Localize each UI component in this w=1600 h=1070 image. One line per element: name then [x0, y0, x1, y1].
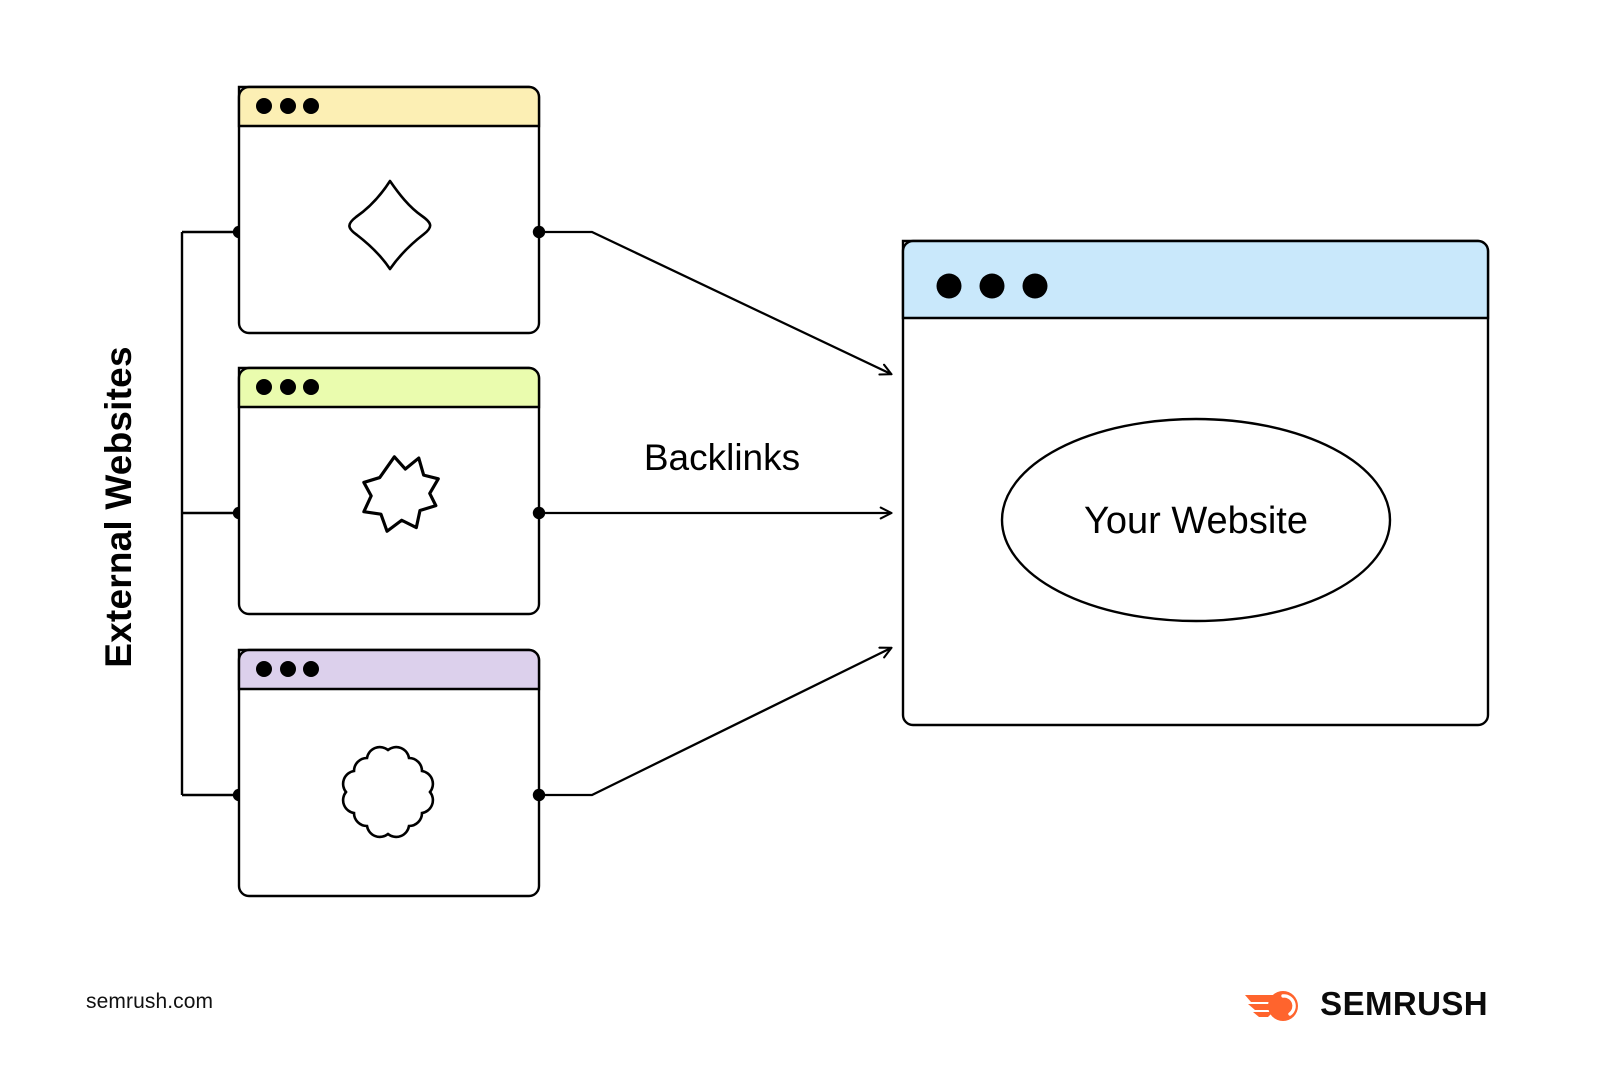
window-titlebar: [237, 85, 541, 128]
window-dots: [256, 661, 319, 677]
window-dot-3: [1022, 273, 1048, 299]
diamond-blob-icon: [348, 179, 432, 271]
your-website-window[interactable]: Your Website: [901, 239, 1490, 727]
window-titlebar: [237, 648, 541, 691]
your-website-label: Your Website: [1084, 500, 1308, 542]
window-dot-3: [303, 379, 319, 395]
connector-dots-right: [532, 225, 546, 802]
window-titlebar: [901, 239, 1490, 320]
external-websites-bracket: [180, 225, 246, 802]
semrush-logo[interactable]: SEMRUSH: [1245, 983, 1488, 1023]
window-dot-2: [280, 379, 296, 395]
external-window-yellow[interactable]: [237, 85, 541, 335]
window-dots: [256, 98, 319, 114]
window-dot-2: [979, 273, 1005, 299]
window-dot-3: [303, 98, 319, 114]
window-dot-1: [256, 98, 272, 114]
external-window-lavender[interactable]: [237, 648, 541, 898]
semrush-comet-icon: [1245, 991, 1299, 1021]
semrush-wordmark: SEMRUSH: [1320, 984, 1488, 1022]
footer-url[interactable]: semrush.com: [86, 990, 214, 1013]
external-websites-label: External Websites: [98, 346, 139, 667]
window-titlebar: [237, 366, 541, 409]
external-window-lime[interactable]: [237, 366, 541, 616]
semrush-circle-arc: [1281, 994, 1296, 1016]
backlink-arrows: [539, 230, 891, 797]
your-website-ellipse: [1000, 417, 1392, 623]
window-dot-2: [280, 661, 296, 677]
window-dot-1: [256, 661, 272, 677]
flower-blob-icon: [341, 745, 435, 839]
star-blob-icon: [362, 455, 440, 533]
backlink-arrow-top: [539, 230, 891, 374]
window-dot-3: [303, 661, 319, 677]
window-dot-1: [256, 379, 272, 395]
window-dot-1: [936, 273, 962, 299]
backlink-arrow-bottom: [539, 648, 891, 797]
window-dots: [256, 379, 319, 395]
window-dots: [936, 273, 1048, 299]
window-dot-2: [280, 98, 296, 114]
backlinks-label: Backlinks: [644, 437, 800, 478]
